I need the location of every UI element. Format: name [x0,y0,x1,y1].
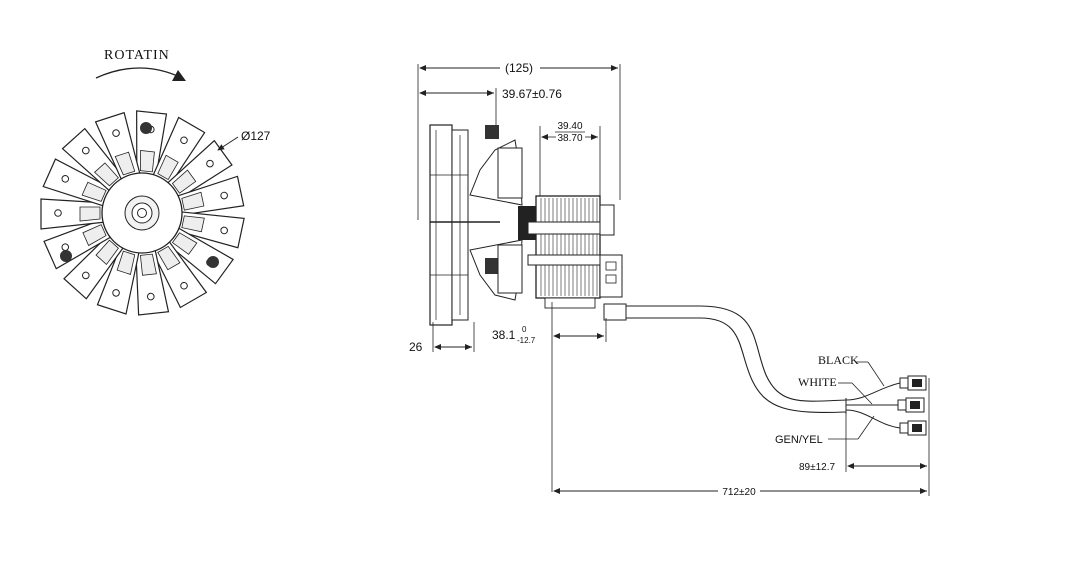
mount-screw [60,250,72,262]
stator-stack [535,195,601,299]
screw-head-upper [485,125,499,139]
front-view: ROTATIN Ø127 [40,48,271,316]
terminal [605,274,617,284]
terminal-connector [897,397,925,413]
cable-offset-upper-tolerance: 0 [522,325,527,334]
side-view: (125) 39.67±0.76 39.40 38.70 [409,61,930,498]
bracket-lower [497,244,523,294]
diameter-leader [217,136,239,151]
diameter-label: Ø127 [241,129,271,143]
fan-blade [135,247,170,316]
lamination-lines [540,198,598,296]
cable-gland [603,303,627,321]
end-bracket [599,204,615,236]
winding-band [527,254,613,266]
stack-lower-label: 38.70 [557,133,582,144]
cable-offset-label: 38.1 [492,328,516,342]
leader-line [867,361,885,387]
cable-offset-lower-tolerance: -12.7 [517,336,536,345]
fan-blade [165,139,233,201]
stack-upper-label: 39.40 [557,121,582,132]
leader-line [851,382,873,405]
leader-line [857,415,875,440]
bracket-upper [497,147,523,199]
lead-strip-label: 89±12.7 [799,462,836,473]
fan-blade [96,243,141,315]
rotation-label: ROTATIN [104,48,170,63]
fan-blade [40,198,107,230]
blade-depth-label: 26 [409,340,423,354]
rotation-arrow-icon [95,67,183,79]
terminal-connector [899,375,927,391]
winding-band [527,221,613,235]
wire-ground [845,409,901,429]
cable-outline-upper [626,305,847,402]
mount-screw [140,122,152,134]
wire-ground-label: GEN/YEL [775,434,823,446]
wire-white-label: WHITE [798,375,837,389]
rotation-arrowhead-icon [172,70,186,81]
shaft-bore [137,208,147,218]
blade-pack-side [429,124,453,326]
cable-outline-lower [626,317,847,413]
overall-length-label: (125) [505,61,533,75]
terminal-connector [899,420,927,436]
mount-screw [207,256,219,268]
wire-black-label: BLACK [818,353,859,367]
screw-head-lower [485,258,499,274]
fan-blade [61,127,127,194]
terminal [605,261,617,271]
blade-ring [40,110,245,316]
hub-offset-label: 39.67±0.76 [502,87,562,101]
wire-black [845,382,901,401]
cable-length-label: 712±20 [722,487,756,498]
base-strap [544,297,596,309]
